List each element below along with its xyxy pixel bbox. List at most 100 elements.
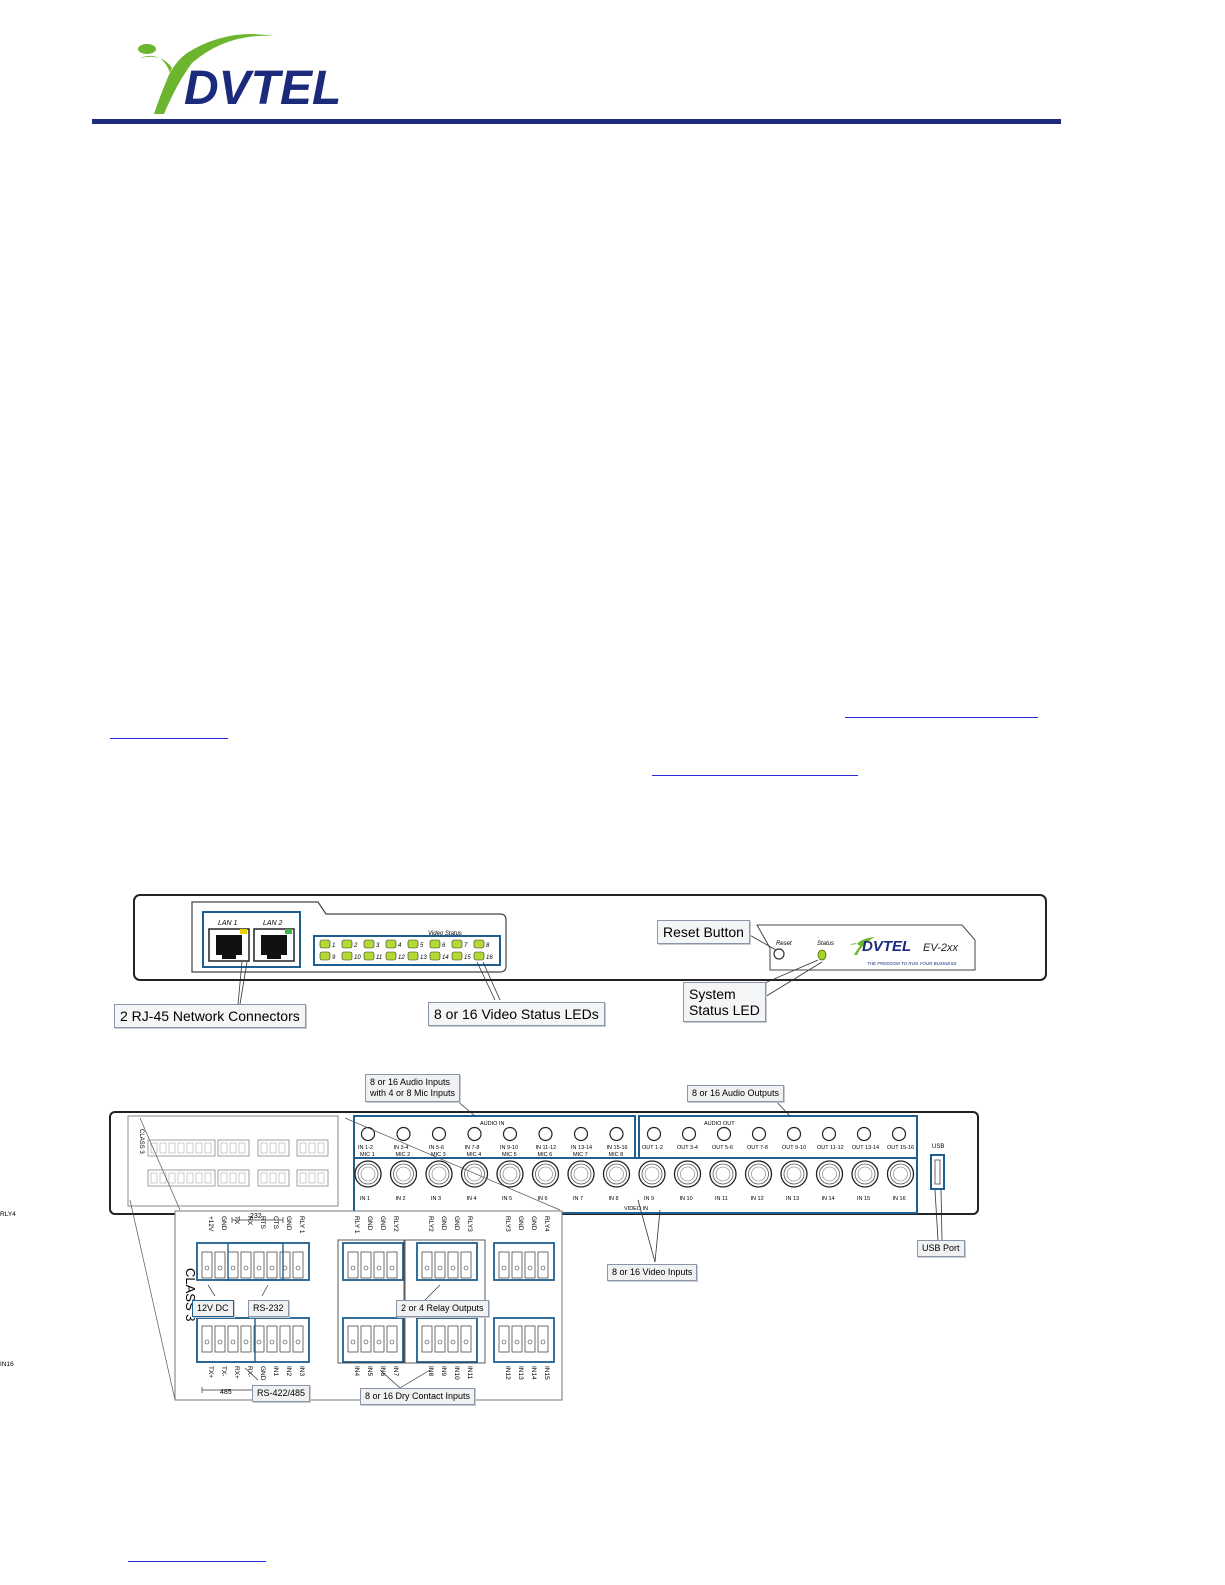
audio-in-jack: [609, 1126, 624, 1142]
svg-text:LAN 1: LAN 1: [218, 920, 238, 927]
terminal-top-label: GND: [530, 1216, 537, 1231]
video-status-led: [363, 939, 375, 949]
video-status-led: [451, 951, 463, 961]
mic-label: MIC 5: [502, 1152, 517, 1158]
callout-video-status-leds: 8 or 16 Video Status LEDs: [428, 1002, 605, 1026]
mini-terminal-pin: [186, 1172, 194, 1184]
link-underline-4[interactable]: [128, 1561, 266, 1562]
terminal-top-label: RLY 1: [353, 1216, 360, 1234]
video-in-label: IN 9: [644, 1196, 654, 1202]
video-in-label: IN 14: [822, 1196, 835, 1202]
terminal-block-top: [416, 1242, 478, 1281]
video-in-jack: [744, 1160, 773, 1188]
video-status-led: [341, 939, 353, 949]
svg-text:Reset: Reset: [776, 941, 792, 947]
mini-terminal-pin: [278, 1142, 286, 1154]
video-in-jack: [496, 1160, 524, 1188]
audio-out-label: OUT 13-14: [852, 1145, 879, 1151]
mini-terminal-pin: [299, 1172, 307, 1184]
video-in-label: IN 5: [502, 1196, 512, 1202]
terminal-bottom-label: IN9: [440, 1366, 447, 1377]
terminal-block-bottom: [416, 1317, 478, 1363]
mini-terminal-block: [296, 1139, 329, 1157]
audio-in-jack: [538, 1126, 553, 1142]
audio-out-label: OUT 1-2: [642, 1145, 663, 1151]
video-in-label: IN 1: [360, 1196, 370, 1202]
led-number: 9: [332, 955, 336, 961]
terminal-top-label: RLY4: [0, 1211, 16, 1218]
terminal-block-bottom: [342, 1317, 404, 1363]
terminal-pin: [537, 1251, 549, 1279]
mini-terminal-pin: [229, 1172, 237, 1184]
led-number: 5: [420, 943, 424, 949]
led-number: 14: [442, 955, 449, 961]
terminal-pin: [292, 1251, 304, 1279]
video-in-label: IN 10: [680, 1196, 693, 1202]
terminal-bottom-label: IN6: [379, 1366, 386, 1377]
video-in-jack: [815, 1160, 844, 1188]
video-in-jack: [425, 1160, 453, 1188]
terminal-pin: [460, 1325, 472, 1353]
mic-label: MIC 2: [396, 1152, 411, 1158]
led-number: 7: [464, 943, 468, 949]
terminal-bottom-label: IN16: [0, 1361, 14, 1368]
terminal-block-top: [493, 1242, 555, 1281]
mini-terminal-pin: [220, 1142, 228, 1154]
terminal-pin: [227, 1325, 239, 1353]
mini-terminal-block: [147, 1139, 216, 1157]
svg-text:Status: Status: [817, 941, 834, 947]
led-number: 13: [420, 955, 427, 961]
terminal-pin: [201, 1251, 213, 1279]
mini-terminal-pin: [195, 1172, 203, 1184]
callout-audio-inputs: 8 or 16 Audio Inputs with 4 or 8 Mic Inp…: [365, 1074, 461, 1102]
terminal-pin: [421, 1251, 433, 1279]
terminal-bottom-label: TX+: [207, 1366, 214, 1378]
mini-terminal-pin: [168, 1172, 176, 1184]
audio-out-jack: [821, 1126, 837, 1142]
video-in-jack: [638, 1160, 666, 1188]
link-underline-1[interactable]: [845, 717, 1038, 718]
led-number: 12: [398, 955, 405, 961]
mic-label: MIC 1: [360, 1152, 375, 1158]
audio-out-label: OUT 9-10: [782, 1145, 806, 1151]
led-number: 4: [398, 943, 402, 949]
terminal-pin: [373, 1251, 385, 1279]
video-in-label: IN 2: [396, 1196, 406, 1202]
video-in-label: IN 6: [538, 1196, 548, 1202]
terminal-pin: [292, 1325, 304, 1353]
video-in-jack: [567, 1160, 595, 1188]
video-in-jack: [460, 1160, 489, 1188]
link-underline-3[interactable]: [652, 775, 858, 776]
terminal-bottom-label: GND: [259, 1366, 266, 1381]
terminal-bottom-label: IN2: [285, 1366, 292, 1377]
svg-text:Video Status: Video Status: [428, 931, 462, 937]
terminal-bottom-label: IN14: [530, 1366, 537, 1380]
mic-label: MIC 8: [609, 1152, 624, 1158]
mic-label: MIC 6: [538, 1152, 553, 1158]
callout-rs422: RS-422/485: [252, 1385, 311, 1402]
video-status-led: [429, 939, 441, 949]
terminal-pin: [386, 1325, 398, 1353]
audio-in-label: IN 13-14: [571, 1145, 592, 1151]
mini-terminal-pin: [269, 1172, 277, 1184]
terminal-bottom-label: IN1: [272, 1366, 279, 1377]
audio-out-jack: [681, 1126, 697, 1142]
callout-reset-button: Reset Button: [657, 920, 750, 944]
svg-text:USB: USB: [932, 1144, 944, 1150]
terminal-pin: [498, 1325, 510, 1353]
mini-terminal-pin: [150, 1172, 158, 1184]
terminal-bottom-label: IN5: [366, 1366, 373, 1377]
terminal-pin: [511, 1251, 523, 1279]
terminal-top-label: RTS: [259, 1216, 266, 1230]
audio-in-jack: [431, 1126, 447, 1142]
terminal-top-label: GND: [220, 1216, 227, 1231]
video-status-led: [473, 951, 485, 961]
audio-out-jack: [856, 1126, 872, 1142]
led-number: 3: [376, 943, 380, 949]
terminal-bottom-label: IN8: [427, 1366, 434, 1377]
link-underline-2[interactable]: [110, 738, 228, 739]
terminal-bottom-label: IN11: [466, 1366, 473, 1380]
mini-terminal-pin: [299, 1142, 307, 1154]
mini-terminal-pin: [177, 1172, 185, 1184]
video-status-led: [407, 939, 419, 949]
